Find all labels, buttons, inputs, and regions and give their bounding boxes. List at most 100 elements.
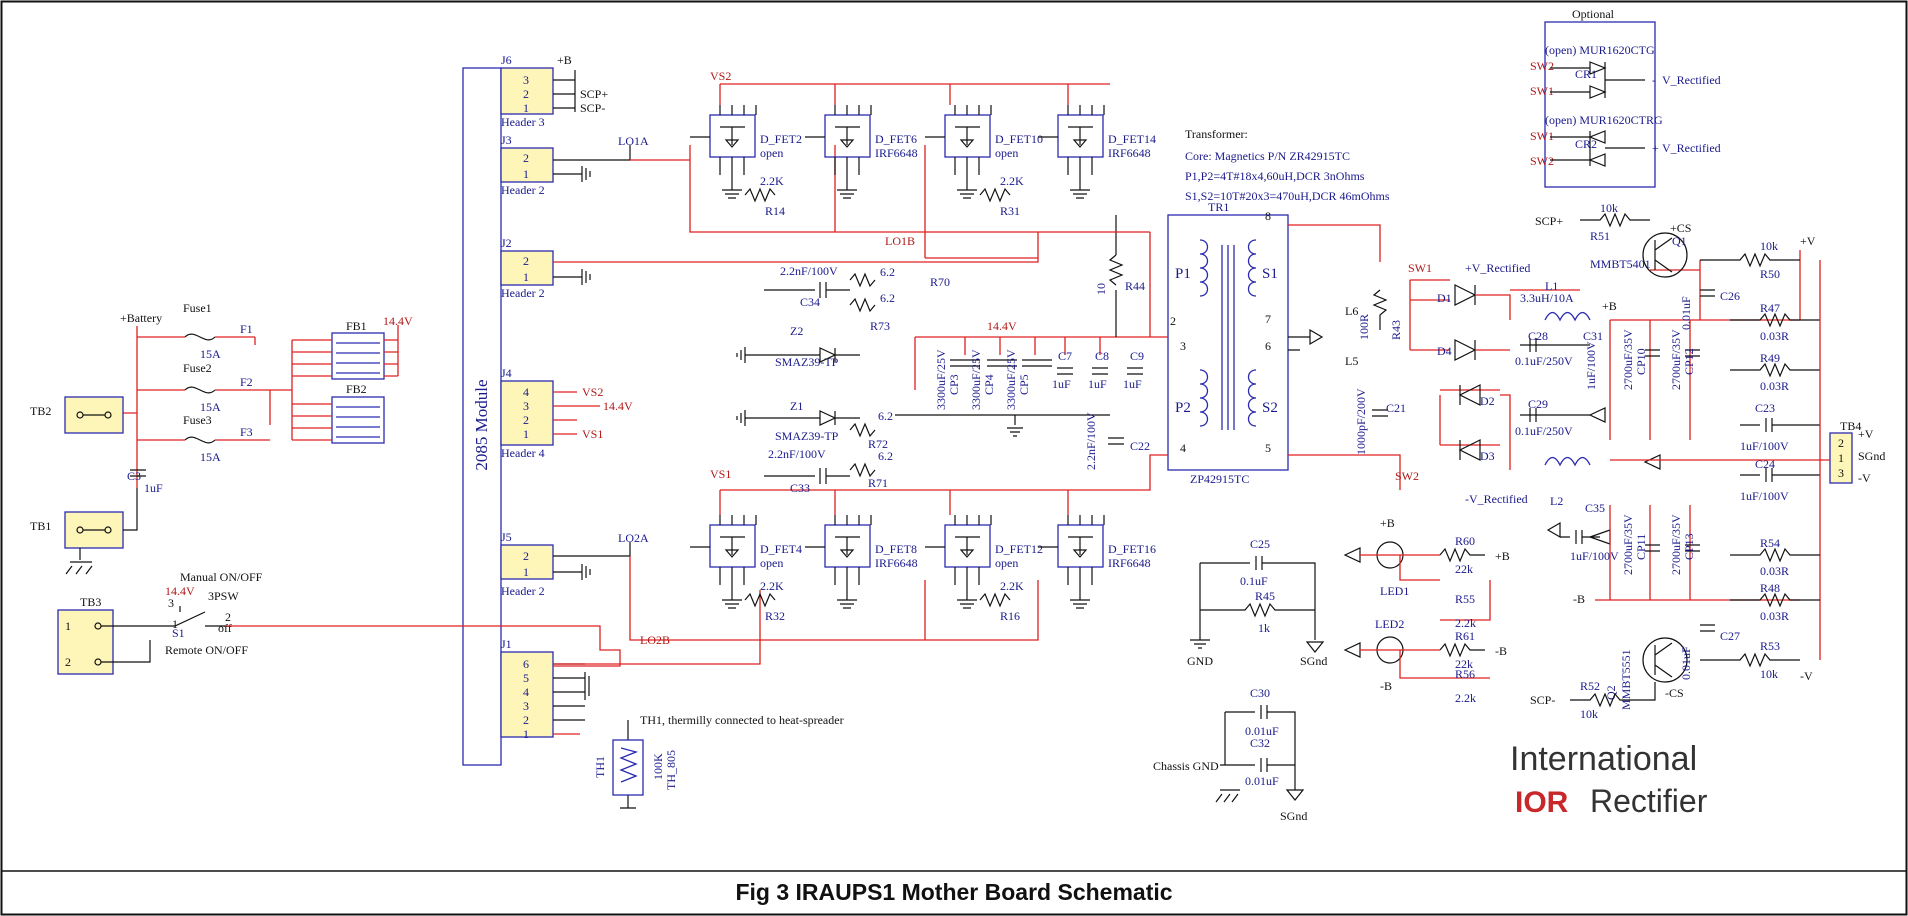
header-name: Header 3 (501, 115, 545, 129)
snubber-lower: Z1 SMAZ39-TP 2.2nF/100V C33 6.2 R72 6.2 … (736, 399, 893, 495)
svg-text:J5: J5 (501, 530, 512, 544)
svg-text:Fuse3: Fuse3 (183, 413, 212, 427)
svg-text:1: 1 (172, 617, 178, 631)
battery-input: +Battery C3 1uF (120, 311, 185, 495)
svg-text:Remote ON/OFF: Remote ON/OFF (165, 643, 248, 657)
svg-text:R47: R47 (1760, 301, 1780, 315)
svg-text:SW2: SW2 (1395, 469, 1419, 483)
brand-line2: Rectifier (1590, 783, 1708, 819)
svg-text:SMAZ39-TP: SMAZ39-TP (775, 355, 839, 369)
svg-text:SCP-: SCP- (1530, 693, 1555, 707)
svg-text:1uF: 1uF (1088, 377, 1107, 391)
svg-text:10: 10 (1094, 283, 1108, 295)
fet-part: open (995, 556, 1018, 570)
fet-part: open (995, 146, 1018, 160)
svg-text:TB3: TB3 (80, 595, 101, 609)
svg-text:R44: R44 (1125, 279, 1145, 293)
svg-text:14.4V: 14.4V (165, 584, 195, 598)
svg-text:1k: 1k (1258, 621, 1270, 635)
fet-part: IRF6648 (1108, 146, 1151, 160)
svg-text:1uF/100V: 1uF/100V (1740, 489, 1789, 503)
svg-text:SW2: SW2 (1530, 154, 1554, 168)
svg-text:LO1A: LO1A (618, 134, 649, 148)
svg-text:2: 2 (523, 413, 529, 427)
svg-text:0.03R: 0.03R (1760, 609, 1789, 623)
svg-text:C30: C30 (1250, 686, 1270, 700)
svg-text:R49: R49 (1760, 351, 1780, 365)
svg-text:2.2k: 2.2k (1455, 691, 1476, 705)
svg-text:1: 1 (523, 167, 529, 181)
svg-text:2: 2 (523, 549, 529, 563)
svg-text:-: - (1652, 73, 1656, 87)
svg-text:TB4: TB4 (1840, 419, 1861, 433)
svg-text:SW2: SW2 (1530, 59, 1554, 73)
svg-text:6: 6 (1265, 339, 1271, 353)
svg-text:1uF: 1uF (144, 481, 163, 495)
svg-text:2.2k: 2.2k (1455, 616, 1476, 630)
svg-text:CP11: CP11 (1634, 534, 1648, 560)
svg-text:C31: C31 (1583, 329, 1603, 343)
svg-text:3300uF/25V: 3300uF/25V (1004, 349, 1018, 410)
svg-text:C9: C9 (1130, 349, 1144, 363)
svg-text:C29: C29 (1528, 397, 1548, 411)
svg-text:FB2: FB2 (346, 382, 367, 396)
svg-text:22k: 22k (1455, 562, 1473, 576)
svg-text:4: 4 (523, 685, 529, 699)
svg-text:2: 2 (523, 87, 529, 101)
bulk-caps: 14.4V 3300uF/25V CP3 3300uF/25V CP4 3300… (895, 319, 1150, 437)
svg-text:R70: R70 (930, 275, 950, 289)
snubber-upper: 2.2nF/100V C34 6.2 R70 6.2 R73 Z2 SMAZ39… (736, 264, 950, 369)
svg-text:1uF: 1uF (1052, 377, 1071, 391)
fet-part: open (760, 556, 783, 570)
svg-text:2: 2 (65, 655, 71, 669)
svg-text:LO2B: LO2B (640, 633, 670, 647)
svg-text:R53: R53 (1760, 639, 1780, 653)
svg-text:(open) MUR1620CTG: (open) MUR1620CTG (1545, 43, 1655, 57)
switch-s1: Manual ON/OFF 14.4V 3PSW 3 S1 Remote ON/… (150, 570, 621, 667)
fet-ref: D_FET4 (760, 542, 802, 556)
fet-part: IRF6648 (1108, 556, 1151, 570)
gate-ref-r44: 10 R44 2.2nF/100V C22 (1084, 215, 1150, 470)
brand-logo: International IOR Rectifier (1510, 740, 1708, 819)
svg-text:LED2: LED2 (1375, 617, 1404, 631)
svg-text:TR1: TR1 (1208, 200, 1229, 214)
svg-text:R48: R48 (1760, 581, 1780, 595)
svg-text:-V_Rectified: -V_Rectified (1465, 492, 1528, 506)
svg-text:C8: C8 (1095, 349, 1109, 363)
output-section: +B +V 2700uF/35V CP10 2700uF/35V CP12 1u… (1530, 201, 1885, 721)
svg-text:-B: -B (1380, 679, 1392, 693)
fuse-group: Fuse1 15A F1 Fuse2 15A F2 Fuse3 15A F3 (183, 301, 271, 464)
svg-text:3: 3 (1180, 339, 1186, 353)
svg-text:VS1: VS1 (582, 427, 603, 441)
svg-text:0.01uF: 0.01uF (1679, 646, 1693, 680)
header-j4: J4 Header 4 4 3 2 1 VS2 14.4V VS1 (500, 366, 633, 460)
svg-text:P1,P2=4T#18x4,60uH,DCR 3nOhms: P1,P2=4T#18x4,60uH,DCR 3nOhms (1185, 169, 1365, 183)
svg-text:3: 3 (523, 73, 529, 87)
svg-text:Transformer:: Transformer: (1185, 127, 1248, 141)
svg-text:R54: R54 (1760, 536, 1780, 550)
svg-text:SCP+: SCP+ (1535, 214, 1563, 228)
svg-text:3.3uH/10A: 3.3uH/10A (1520, 291, 1574, 305)
svg-text:Header 4: Header 4 (501, 446, 545, 460)
svg-text:(open) MUR1620CTRG: (open) MUR1620CTRG (1545, 113, 1663, 127)
svg-text:L1: L1 (1545, 279, 1558, 293)
module-label: 2085 Module (472, 379, 491, 470)
svg-text:Q1: Q1 (1672, 234, 1687, 248)
svg-text:2: 2 (1838, 436, 1844, 450)
svg-text:C26: C26 (1720, 289, 1740, 303)
svg-text:3300uF/25V: 3300uF/25V (934, 349, 948, 410)
fet-ref: D_FET2 (760, 132, 802, 146)
svg-text:3: 3 (523, 699, 529, 713)
svg-text:LO1B: LO1B (885, 234, 915, 248)
svg-text:+B: +B (1602, 299, 1617, 313)
svg-text:Z1: Z1 (790, 399, 803, 413)
svg-text:+V: +V (1800, 234, 1816, 248)
svg-text:+B: +B (1495, 549, 1510, 563)
svg-text:1uF/100V: 1uF/100V (1570, 549, 1619, 563)
fet-ref: D_FET12 (995, 542, 1043, 556)
header-j6: J6 Header 3 3 2 1 +B SCP+ SCP- (500, 53, 608, 129)
svg-text:CR1: CR1 (1575, 67, 1597, 81)
